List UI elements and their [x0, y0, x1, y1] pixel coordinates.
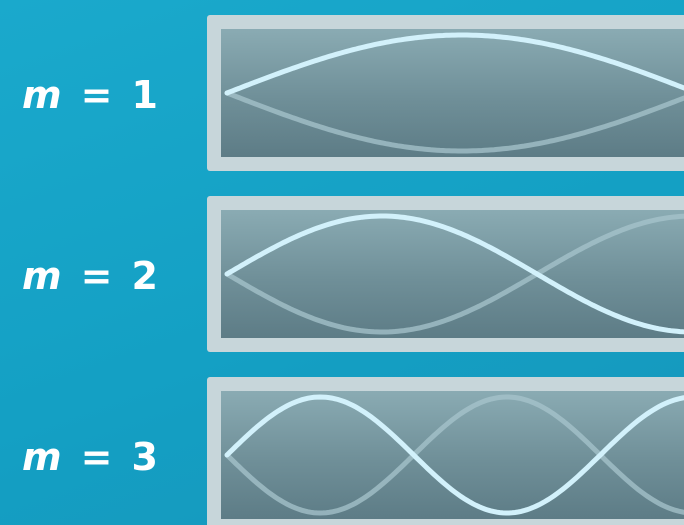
mode-variable: m [22, 435, 63, 479]
string-panel-2 [221, 210, 684, 338]
wave-envelope-upper [224, 213, 684, 335]
mode-variable: m [22, 73, 63, 117]
equals-sign: = [80, 73, 114, 117]
mode-row-3: m = 3 [0, 377, 684, 525]
mode-label-1: m = 1 [22, 65, 159, 125]
string-frame-3 [207, 377, 684, 525]
string-panel-1 [221, 29, 684, 157]
wave-envelope-upper [224, 32, 684, 96]
mode-number: 3 [131, 435, 159, 479]
equals-sign: = [80, 254, 114, 298]
wave-envelope-upper [224, 394, 684, 516]
standing-wave-2 [224, 213, 684, 335]
wave-envelope-lower [224, 90, 684, 154]
wave-envelope-lower [224, 394, 684, 516]
wave-envelope-lower [224, 213, 684, 335]
mode-variable: m [22, 254, 63, 298]
string-frame-2 [207, 196, 684, 352]
string-panel-3 [221, 391, 684, 519]
standing-wave-1 [224, 32, 684, 154]
mode-label-2: m = 2 [22, 246, 159, 306]
mode-row-2: m = 2 [0, 196, 684, 352]
mode-row-1: m = 1 [0, 15, 684, 171]
equals-sign: = [80, 435, 114, 479]
mode-label-3: m = 3 [22, 427, 159, 487]
mode-number: 2 [131, 254, 159, 298]
standing-wave-3 [224, 394, 684, 516]
mode-number: 1 [131, 73, 159, 117]
string-frame-1 [207, 15, 684, 171]
